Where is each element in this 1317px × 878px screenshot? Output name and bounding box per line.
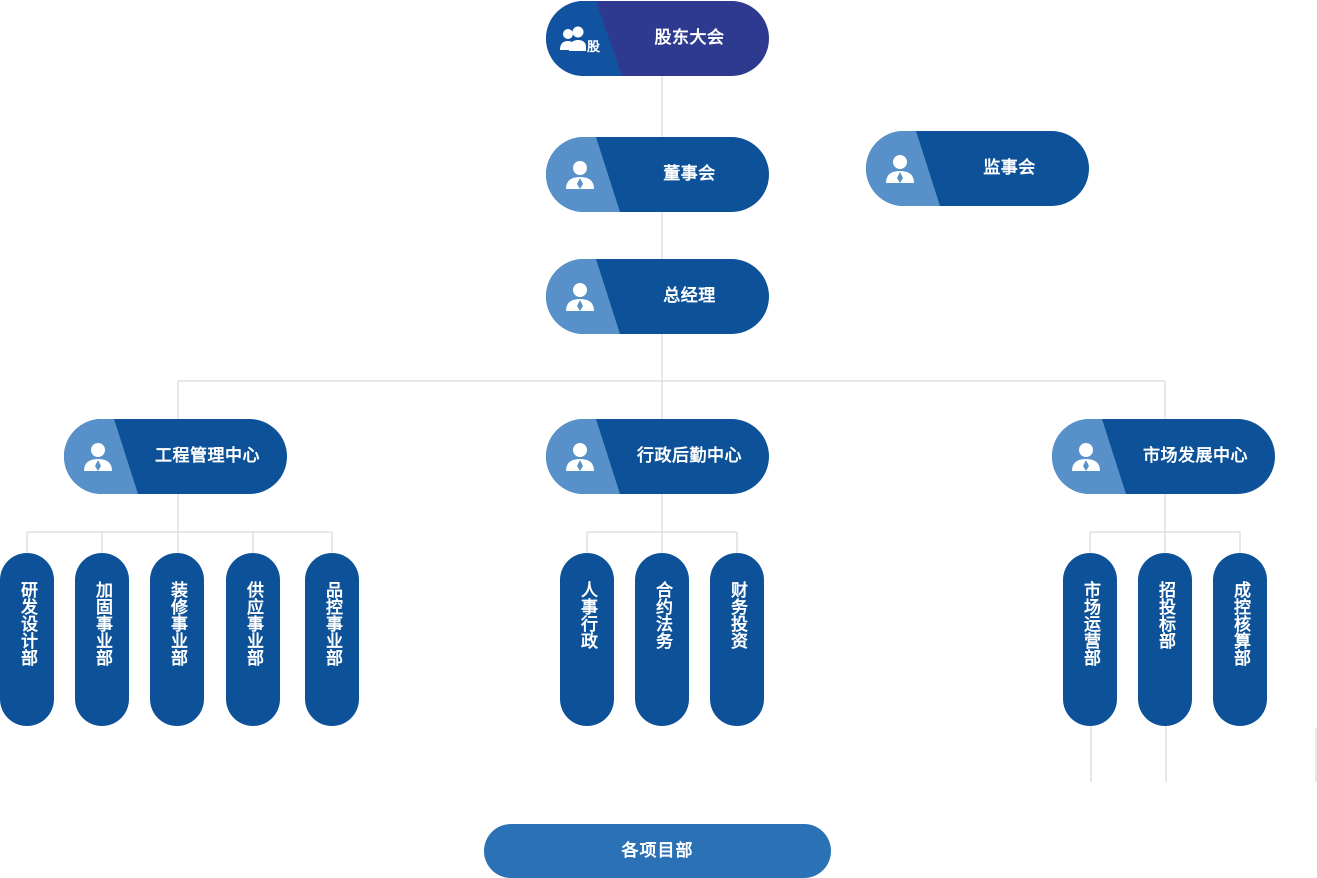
dept-bidding[interactable]: 招投标部 <box>1138 553 1192 726</box>
person-icon <box>566 443 594 471</box>
dept-decoration[interactable]: 装修事业部 <box>150 553 204 726</box>
dept-rd-design[interactable]: 研发设计部 <box>0 553 54 726</box>
dept-label: 研发设计部 <box>17 581 37 666</box>
dept-label: 财务投资 <box>727 581 747 649</box>
dept-reinforcement[interactable]: 加固事业部 <box>75 553 129 726</box>
dept-contract-legal[interactable]: 合约法务 <box>635 553 689 726</box>
node-label: 总经理 <box>663 286 716 306</box>
node-label: 股东大会 <box>654 28 725 48</box>
node-label: 工程管理中心 <box>155 446 260 466</box>
dept-market-operations[interactable]: 市场运营部 <box>1063 553 1117 726</box>
shareholders-badge: 股 <box>587 40 600 55</box>
node-engineering-center[interactable]: 工程管理中心 <box>64 419 287 494</box>
dept-label: 装修事业部 <box>167 581 187 666</box>
dept-label: 品控事业部 <box>322 581 342 666</box>
dept-label: 成控核算部 <box>1230 581 1250 666</box>
dept-quality-control[interactable]: 品控事业部 <box>305 553 359 726</box>
person-icon <box>1072 443 1100 471</box>
dept-label: 人事行政 <box>577 581 597 649</box>
node-admin-center[interactable]: 行政后勤中心 <box>546 419 769 494</box>
node-label: 监事会 <box>983 158 1036 178</box>
node-board[interactable]: 董事会 <box>546 137 769 212</box>
node-market-center[interactable]: 市场发展中心 <box>1052 419 1275 494</box>
shareholders-icon: 股 <box>560 26 600 55</box>
person-icon <box>886 155 914 183</box>
dept-hr-admin[interactable]: 人事行政 <box>560 553 614 726</box>
node-supervisors[interactable]: 监事会 <box>866 131 1089 206</box>
person-icon <box>566 161 594 189</box>
person-icon <box>84 443 112 471</box>
node-label: 董事会 <box>663 164 716 184</box>
dept-cost-accounting[interactable]: 成控核算部 <box>1213 553 1267 726</box>
dept-label: 市场运营部 <box>1080 581 1100 666</box>
dept-label: 合约法务 <box>652 581 672 649</box>
node-project-departments[interactable]: 各项目部 <box>484 824 831 878</box>
node-shareholders-meeting[interactable]: 股 股东大会 <box>546 1 769 76</box>
dept-label: 招投标部 <box>1155 581 1175 649</box>
node-label: 市场发展中心 <box>1143 446 1248 466</box>
node-label: 行政后勤中心 <box>637 446 742 466</box>
dept-finance-investment[interactable]: 财务投资 <box>710 553 764 726</box>
dept-supply[interactable]: 供应事业部 <box>226 553 280 726</box>
node-general-manager[interactable]: 总经理 <box>546 259 769 334</box>
person-icon <box>566 283 594 311</box>
dept-label: 加固事业部 <box>92 581 112 666</box>
dept-label: 供应事业部 <box>243 581 263 666</box>
